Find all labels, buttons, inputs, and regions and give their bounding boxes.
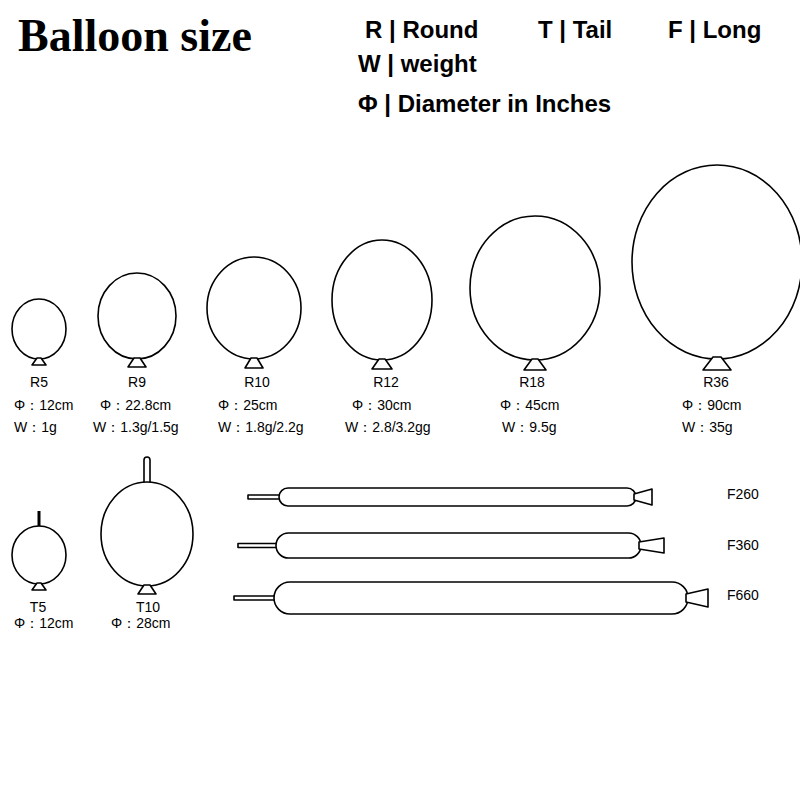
size-label: F660 [727, 587, 759, 603]
balloon-knot [128, 358, 146, 367]
balloon-knot [634, 489, 652, 505]
chart-title: Balloon size [18, 10, 252, 63]
legend-key-text: T | Tail [538, 16, 612, 44]
balloon-tail [144, 457, 150, 485]
balloon-r10 [207, 257, 301, 359]
size-label: W：35g [682, 419, 733, 435]
size-label: T10 [136, 599, 160, 615]
balloon-knot [639, 538, 664, 553]
size-label: T5 [30, 599, 46, 615]
size-label: Φ：22.8cm [100, 397, 171, 413]
size-label: R10 [244, 374, 270, 390]
balloon-knot [686, 589, 708, 607]
size-label: W：9.5g [502, 419, 556, 435]
balloon-tail [38, 511, 41, 527]
size-label: R12 [373, 374, 399, 390]
size-label: R9 [128, 374, 146, 390]
balloon-f660 [274, 582, 688, 614]
size-label: Φ：30cm [352, 397, 411, 413]
balloon-knot [703, 357, 731, 370]
balloon-tip [238, 544, 278, 548]
size-label: Φ：28cm [111, 615, 170, 631]
size-label: Φ：25cm [218, 397, 277, 413]
balloon-f360 [276, 533, 641, 558]
size-label: R5 [30, 374, 48, 390]
size-label: W：1g [14, 419, 57, 435]
balloon-r5 [12, 299, 66, 359]
size-label: F260 [727, 486, 759, 502]
size-label: W：1.8g/2.2g [218, 419, 304, 435]
size-label: R18 [519, 374, 545, 390]
balloon-t5 [12, 526, 66, 584]
balloon-knot [524, 359, 546, 370]
size-label: Φ：90cm [682, 397, 741, 413]
size-label: Φ：45cm [500, 397, 559, 413]
balloon-t10 [101, 482, 193, 586]
size-label: Φ：12cm [14, 615, 73, 631]
size-label: Φ：12cm [14, 397, 73, 413]
balloon-knot [32, 358, 46, 365]
balloon-r9 [98, 273, 176, 359]
legend-key-text: F | Long [668, 16, 761, 44]
size-label: W：1.3g/1.5g [93, 419, 179, 435]
balloon-tip [248, 495, 281, 499]
balloon-f260 [279, 488, 636, 506]
legend-key-text: Φ | Diameter in Inches [358, 90, 611, 118]
balloon-tip [234, 596, 276, 600]
size-label: R36 [703, 374, 729, 390]
size-label: F360 [727, 537, 759, 553]
balloon-knot [372, 359, 392, 369]
legend-key-text: W | weight [358, 50, 477, 78]
balloon-knot [245, 358, 263, 368]
balloon-knot [138, 585, 156, 594]
legend-key-text: R | Round [365, 16, 478, 44]
balloon-knot [32, 583, 46, 590]
balloon-r18 [470, 216, 600, 360]
balloon-r36 [632, 165, 800, 359]
balloon-r12 [332, 240, 432, 360]
size-label: W：2.8/3.2gg [345, 419, 431, 435]
